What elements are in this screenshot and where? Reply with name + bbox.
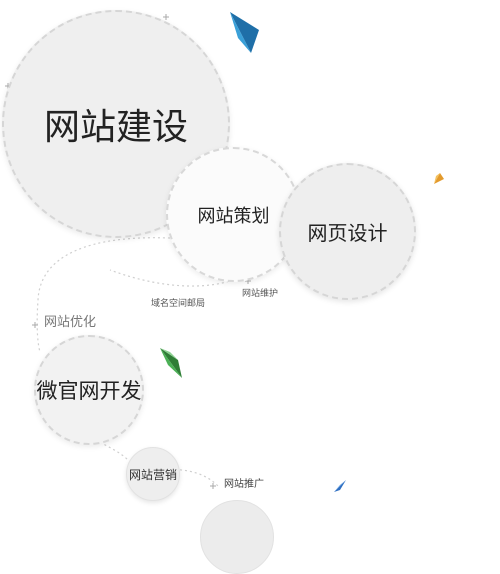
bubble-website-planning-label: 网站策划 [197, 205, 270, 227]
canvas: 网站建设 网站策划 网页设计 微官网开发 网站营销 域名空间邮局 网站维护 网站… [2, 10, 444, 574]
label-domain-hosting-mail[interactable]: 域名空间邮局 [151, 299, 206, 309]
small-blue-gem-icon [334, 480, 346, 492]
bubble-website-building-label: 网站建设 [43, 107, 188, 148]
label-website-promotion[interactable]: 网站推广 [224, 479, 264, 490]
bubble-website-marketing-label: 网站营销 [128, 467, 177, 482]
plus-marker-4 [32, 322, 38, 328]
bubble-partial-bottom [200, 500, 274, 574]
bubble-web-design[interactable]: 网页设计 [279, 163, 416, 300]
plus-marker-1 [163, 14, 169, 20]
label-website-optimization[interactable]: 网站优化 [44, 315, 97, 330]
bubble-website-marketing[interactable]: 网站营销 [126, 447, 180, 501]
blue-gem-icon [230, 12, 259, 53]
bubble-web-design-label: 网页设计 [307, 221, 388, 245]
green-gem-icon [160, 348, 182, 378]
label-website-maintenance[interactable]: 网站维护 [242, 289, 279, 299]
bubble-micro-site-dev-label: 微官网开发 [36, 379, 142, 403]
plus-marker-5 [210, 483, 216, 489]
orange-gem-icon [434, 173, 444, 184]
bubble-micro-site-dev[interactable]: 微官网开发 [34, 335, 144, 445]
